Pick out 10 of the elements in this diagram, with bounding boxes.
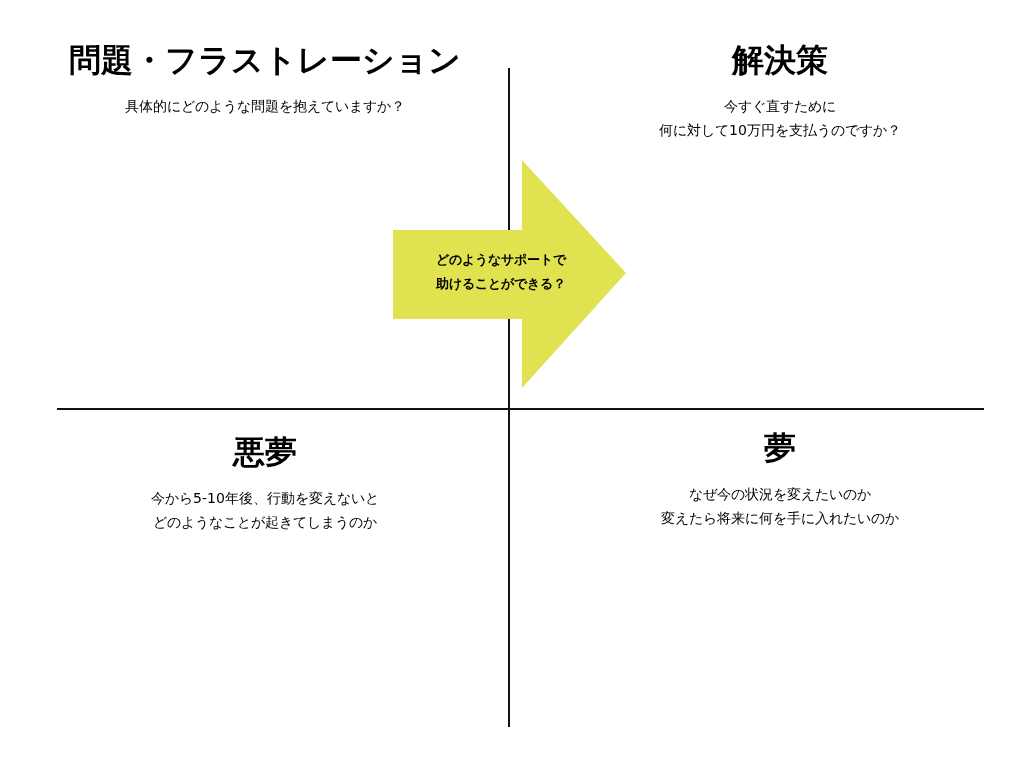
quadrant-question: なぜ今の状況を変えたいのか変えたら将来に何を手に入れたいのか xyxy=(661,485,899,528)
quadrant-heading: 解決策 xyxy=(732,40,828,80)
quadrant-heading: 夢 xyxy=(764,428,796,468)
quadrant-question: 具体的にどのような問題を抱えていますか？ xyxy=(125,97,405,116)
quadrant-heading: 悪夢 xyxy=(233,432,297,472)
quadrant-question: 今から5-10年後、行動を変えないとどのようなことが起きてしまうのか xyxy=(151,489,379,532)
arrow-shape xyxy=(393,160,626,388)
arrow-text: どのようなサポートで助けることができる？ xyxy=(435,251,568,293)
quadrant-question: 今すぐ直すために何に対して10万円を支払うのですか？ xyxy=(659,97,901,140)
quadrant-heading: 問題・フラストレーション xyxy=(69,40,461,80)
